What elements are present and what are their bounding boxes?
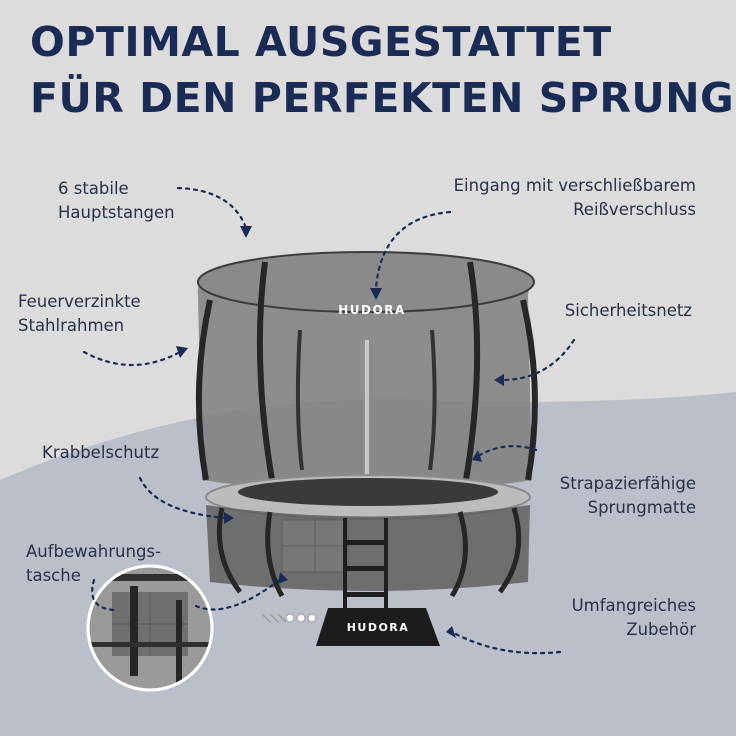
label-storage-bag: Aufbewahrungs-tasche bbox=[26, 542, 161, 585]
pole-left-outer bbox=[195, 299, 213, 481]
headline-line-1: OPTIMAL AUSGESTATTET bbox=[30, 18, 612, 66]
arrow-bag-zoom bbox=[194, 576, 284, 611]
leg-right-2 bbox=[449, 511, 468, 598]
safety-net bbox=[197, 254, 532, 493]
pole-back-right bbox=[428, 329, 437, 471]
headline-line-2: FÜR DEN PERFEKTEN SPRUNG bbox=[30, 74, 735, 122]
arrowhead-poles bbox=[240, 226, 252, 238]
arrow-entrance bbox=[374, 210, 452, 290]
jumping-mat bbox=[238, 478, 498, 506]
storage-bag-zoom bbox=[86, 564, 214, 692]
arrowhead-entrance bbox=[370, 288, 382, 300]
pole-back-left bbox=[295, 329, 304, 471]
arrow-crawl bbox=[138, 476, 228, 520]
pole-right-outer bbox=[520, 299, 538, 481]
crawl-guard bbox=[206, 505, 530, 591]
arrow-accessories bbox=[450, 630, 562, 655]
arrows bbox=[82, 186, 576, 655]
arrow-net bbox=[500, 338, 576, 382]
accessory-pegs bbox=[261, 613, 317, 623]
brand-logo-net: HUDORA bbox=[338, 303, 405, 317]
leg-right-1 bbox=[497, 507, 522, 594]
brand-logo-mat: HUDORA bbox=[347, 621, 410, 634]
arrow-bag bbox=[91, 578, 116, 612]
label-safety-net: Sicherheitsnetz bbox=[564, 301, 692, 320]
arrow-frame bbox=[82, 350, 182, 366]
net-top-rim bbox=[197, 251, 535, 313]
arrow-mat bbox=[476, 445, 538, 458]
ladder bbox=[343, 518, 388, 610]
pole-left bbox=[256, 261, 275, 481]
floor-mat bbox=[316, 608, 440, 646]
pole-right bbox=[463, 261, 481, 481]
arrow-heads bbox=[176, 226, 504, 638]
leg-left-1 bbox=[216, 507, 242, 594]
label-crawl-guard: Krabbelschutz bbox=[42, 443, 160, 462]
arrow-poles bbox=[176, 186, 248, 230]
leg-left-2 bbox=[265, 511, 285, 598]
